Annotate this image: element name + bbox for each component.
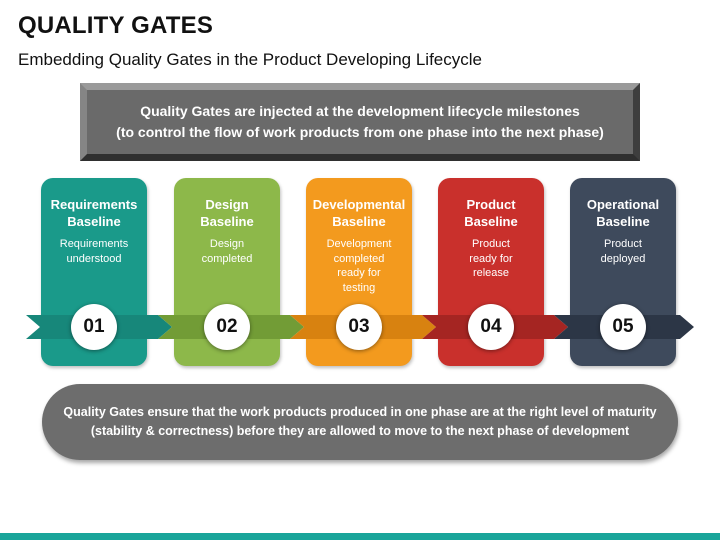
stage-title: Design Baseline [200, 197, 254, 229]
stage-title: Operational Baseline [586, 197, 660, 229]
bottom-callout-line-1: Quality Gates ensure that the work produ… [63, 405, 657, 419]
stage-description: Product deployed [600, 238, 646, 265]
stage-number-2: 02 [204, 304, 250, 350]
bottom-callout-box: Quality Gates ensure that the work produ… [42, 384, 678, 460]
stage-number-5: 05 [600, 304, 646, 350]
stage-number-3: 03 [336, 304, 382, 350]
stage-title: Requirements Baseline [50, 197, 138, 229]
stage-number-4: 04 [468, 304, 514, 350]
bottom-callout-line-2: (stability & correctness) before they ar… [90, 424, 630, 438]
stage-title: Product Baseline [464, 197, 518, 229]
stage-title: Developmental Baseline [312, 197, 406, 229]
footer-accent-bar [0, 533, 720, 540]
top-callout-line-2: (to control the flow of work products fr… [116, 124, 604, 140]
stage-description: Product ready for release [469, 238, 513, 279]
top-callout-box: Quality Gates are injected at the develo… [80, 83, 640, 161]
stage-description: Design completed [201, 238, 253, 265]
page-subtitle: Embedding Quality Gates in the Product D… [18, 50, 482, 69]
page-title: QUALITY GATES [18, 12, 214, 39]
top-callout-line-1: Quality Gates are injected at the develo… [140, 103, 580, 119]
stage-description: Development completed ready for testing [326, 238, 392, 294]
stage-number-1: 01 [71, 304, 117, 350]
stage-description: Requirements understood [59, 238, 129, 265]
